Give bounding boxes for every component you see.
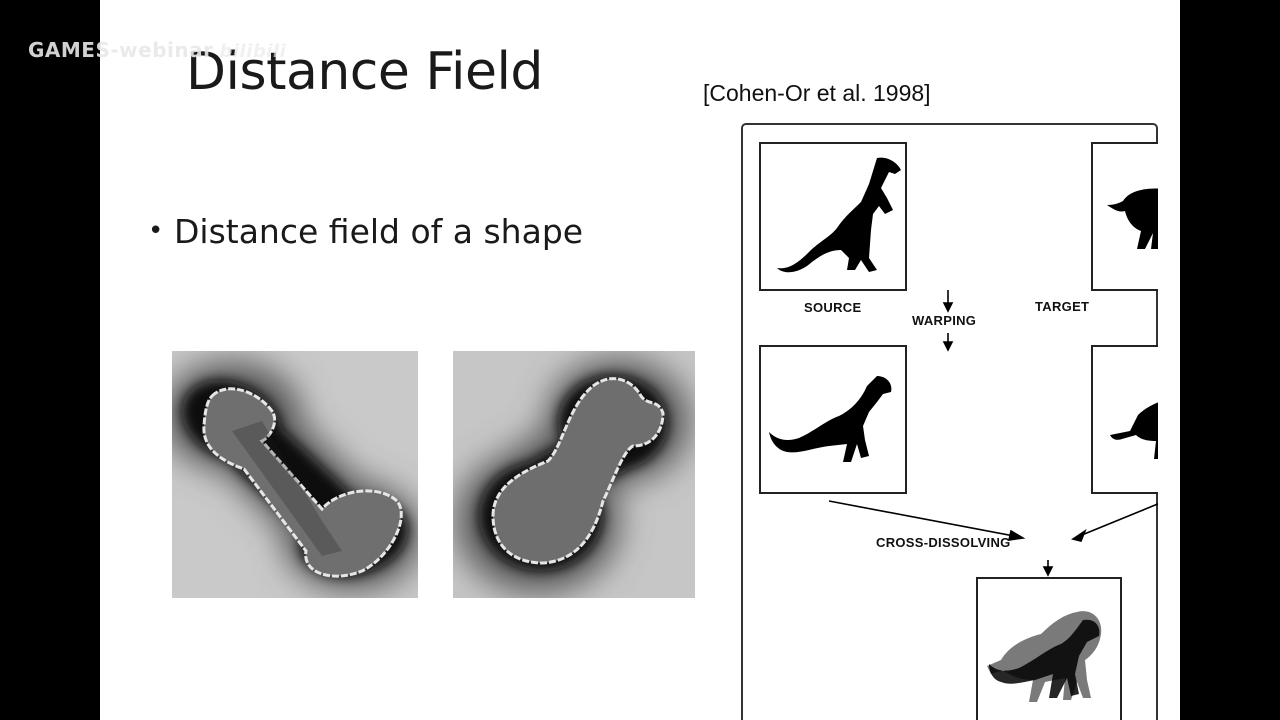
- cross-dissolving-label: CROSS-DISSOLVING: [876, 535, 1011, 550]
- right-letterbox: [1180, 0, 1280, 720]
- target-label: TARGET: [1035, 299, 1090, 314]
- left-letterbox: [0, 0, 100, 720]
- warping-label: WARPING: [912, 313, 977, 328]
- slide-title: Distance Field: [186, 42, 543, 102]
- slide: Distance Field • Distance field of a shap…: [100, 0, 1180, 720]
- morphing-figure: [759, 142, 1158, 720]
- bullet-mark: •: [148, 216, 164, 246]
- source-label: SOURCE: [804, 300, 862, 315]
- warped-dinosaur-icon: [769, 376, 892, 462]
- watermark-text: GAMES-webinar: [28, 38, 214, 62]
- result-box: [976, 577, 1122, 720]
- warping-arrows: [942, 290, 954, 352]
- distance-field-image-gourd: [453, 351, 695, 598]
- result-morph-icon: [987, 611, 1102, 702]
- distance-field-image-bone: [172, 351, 418, 598]
- citation: [Cohen-Or et al. 1998]: [703, 80, 931, 106]
- bullet-text: Distance field of a shape: [174, 212, 584, 251]
- warped-lion-icon: [1110, 402, 1158, 459]
- bullet-item: • Distance field of a shape: [148, 212, 583, 251]
- source-dinosaur-icon: [777, 157, 901, 273]
- cross-dissolve-arrows: [828, 500, 1158, 577]
- target-lion-icon: [1107, 188, 1158, 249]
- bilibili-logo: bilibili: [219, 41, 287, 62]
